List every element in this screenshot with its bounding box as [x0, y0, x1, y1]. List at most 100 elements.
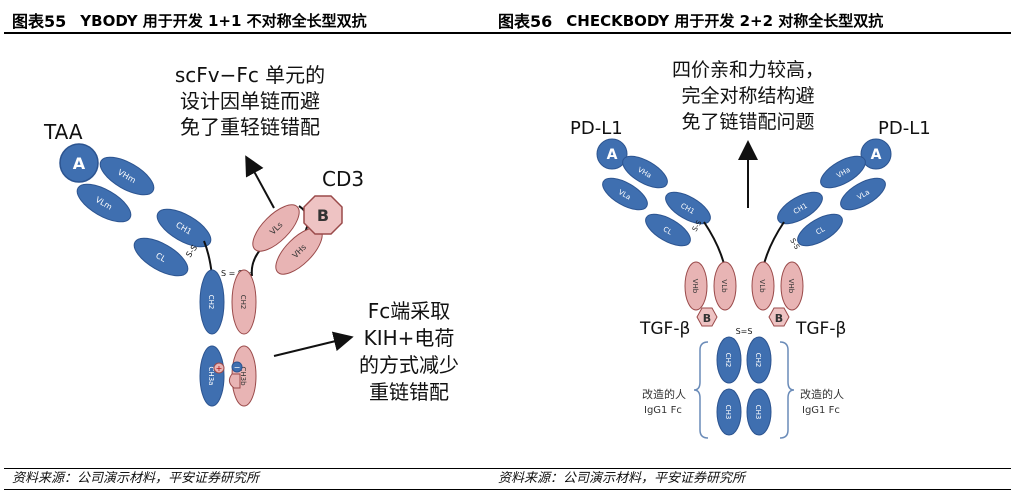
hinge-disulfide-label: = S = S = [212, 269, 252, 278]
ch2-right-domain [231, 269, 257, 335]
charge-minus-label: − [234, 363, 241, 372]
figure-55-title-bar: 图表55 YBODY 用于开发 1+1 不对称全长型双抗 [4, 8, 504, 34]
vlb-left-label: VLb [720, 279, 728, 293]
antigen-b-right-hexagon [768, 307, 790, 327]
hinge-left [703, 221, 726, 269]
fc-hinge-label: S=S [736, 327, 753, 336]
cd3-label: CD3 [322, 167, 364, 191]
scfv-unit: VLs VHs [252, 204, 323, 275]
charge-plus-label: + [216, 364, 223, 373]
pdl1-right-label: PD-L1 [878, 118, 931, 139]
note-bottom-line-2: KIH+电荷 [364, 326, 455, 350]
vls-domain [252, 204, 300, 252]
arrow-to-bottom-note [273, 331, 354, 357]
vha-left-domain [622, 155, 668, 189]
checkbody-diagram: 四价亲和力较高， 完全对称结构避 免了链错配问题 PD-L1 PD-L1 A A… [570, 59, 931, 439]
figure-56-number: 图表56 [498, 12, 553, 31]
ch3-left-domain [716, 388, 742, 436]
source-note-right: 资料来源：公司演示材料，平安证券研究所 [490, 468, 1011, 490]
note-bottom-line-1: Fc端采取 [368, 299, 451, 323]
figure-56-title: CHECKBODY 用于开发 2+2 对称全长型双抗 [566, 11, 884, 30]
antigen-a-right-label: A [871, 147, 882, 163]
fab-right: VHa VLa CH1 CL S-S [777, 155, 886, 251]
note-top-line-3: 免了重轻链错配 [180, 115, 320, 139]
ch1-right-domain [777, 191, 823, 225]
vhb-right-domain [780, 261, 804, 311]
fc-left-label-line-2: IgG1 Fc [644, 405, 682, 416]
antigen-a-left-label: A [607, 147, 618, 163]
charge-plus-circle [213, 362, 225, 374]
ch2-right-label: CH2 [239, 295, 247, 310]
cl-left-domain [645, 213, 691, 247]
note-top-line-1: 四价亲和力较高， [672, 59, 824, 81]
antigen-b-left-label: B [703, 312, 711, 325]
note-bottom-line-4: 重链错配 [369, 380, 449, 404]
taa-label: TAA [43, 120, 83, 144]
ch3a-domain [199, 345, 225, 407]
vlb-left-domain [713, 261, 737, 311]
ch3-right-label: CH3 [754, 405, 762, 420]
ch2-left-domain [716, 336, 742, 384]
vhm-domain [99, 156, 155, 196]
fc-left-label-line-1: 改造的人 [642, 387, 686, 401]
note-bottom-line-3: 的方式减少 [359, 353, 459, 377]
ch2-left-label: CH2 [724, 353, 732, 368]
antigen-b-octagon [303, 195, 343, 235]
figure-56-panel: 图表56 CHECKBODY 用于开发 2+2 对称全长型双抗 四价亲和力较高，… [490, 0, 1011, 496]
ch2-left-label: CH2 [207, 295, 215, 310]
arrow-to-top-note [245, 155, 275, 209]
vlb-right-domain [751, 261, 775, 311]
note-top-line-2: 设计因单链而避 [180, 89, 320, 113]
fc-right-label-line-2: IgG1 Fc [802, 405, 840, 416]
fab-light-chain: VLm CL [76, 183, 189, 277]
antigen-b-label: B [317, 206, 329, 225]
figure-55-panel: 图表55 YBODY 用于开发 1+1 不对称全长型双抗 scFv−Fc 单元的… [4, 0, 504, 496]
figure-55-title: YBODY 用于开发 1+1 不对称全长型双抗 [80, 11, 367, 30]
figure-55-number: 图表55 [12, 12, 67, 31]
note-top-line-2: 完全对称结构避 [681, 85, 814, 107]
pdl1-left-label: PD-L1 [570, 118, 623, 139]
fab-left: VHa VLa CH1 CL S-S [602, 155, 711, 247]
vla-right-domain [840, 177, 886, 211]
antigen-b-right-label: B [775, 312, 783, 325]
note-top-line-1: scFv−Fc 单元的 [175, 63, 325, 87]
cl-left-label: CL [662, 225, 674, 236]
vhb-left-label: VHb [691, 279, 699, 294]
ch3a-label: CH3a [207, 367, 215, 386]
note-top-line-3: 免了链错配问题 [681, 111, 814, 133]
ch3b-label: CH3b [239, 366, 247, 386]
cl-right-domain [797, 213, 843, 247]
vla-left-domain [602, 177, 648, 211]
fc-bracket-right [779, 341, 795, 439]
vlm-domain [76, 183, 132, 223]
ch2-left-domain [199, 269, 225, 335]
ch1-left-domain [665, 191, 711, 225]
ch2-right-domain [746, 336, 772, 384]
antigen-b-left-hexagon [696, 307, 718, 327]
tgf-beta-left-label: TGF-β [639, 319, 690, 339]
fc-bracket-left [693, 341, 709, 439]
vhb-left-domain [684, 261, 708, 311]
cl-right-label: CL [815, 225, 827, 236]
antigen-a-left-circle [596, 138, 628, 170]
source-note-left: 资料来源：公司演示材料，平安证券研究所 [4, 468, 504, 490]
antigen-a-label: A [73, 154, 86, 173]
knob-protrusion [228, 373, 241, 389]
ch1-domain [156, 208, 212, 248]
hinge-right [762, 221, 785, 269]
ch3-left-label: CH3 [724, 405, 732, 420]
vlb-right-label: VLb [758, 279, 766, 293]
vha-right-domain [820, 155, 866, 189]
cl-domain [133, 237, 189, 277]
ybody-diagram: scFv−Fc 单元的 设计因单链而避 免了重轻链错配 TAA A VHm CH… [43, 63, 459, 407]
antigen-a-circle [59, 143, 99, 183]
fab-heavy-chain: VHm CH1 [99, 156, 212, 248]
fc-right-label-line-1: 改造的人 [800, 387, 844, 401]
vhb-right-label: VHb [787, 279, 795, 294]
tgf-beta-right-label: TGF-β [795, 319, 846, 339]
charge-minus-circle [231, 361, 243, 373]
figure-56-title-bar: 图表56 CHECKBODY 用于开发 2+2 对称全长型双抗 [490, 8, 1011, 34]
ch3-right-domain [746, 388, 772, 436]
antigen-a-right-circle [860, 138, 892, 170]
ch2-right-label: CH2 [754, 353, 762, 368]
